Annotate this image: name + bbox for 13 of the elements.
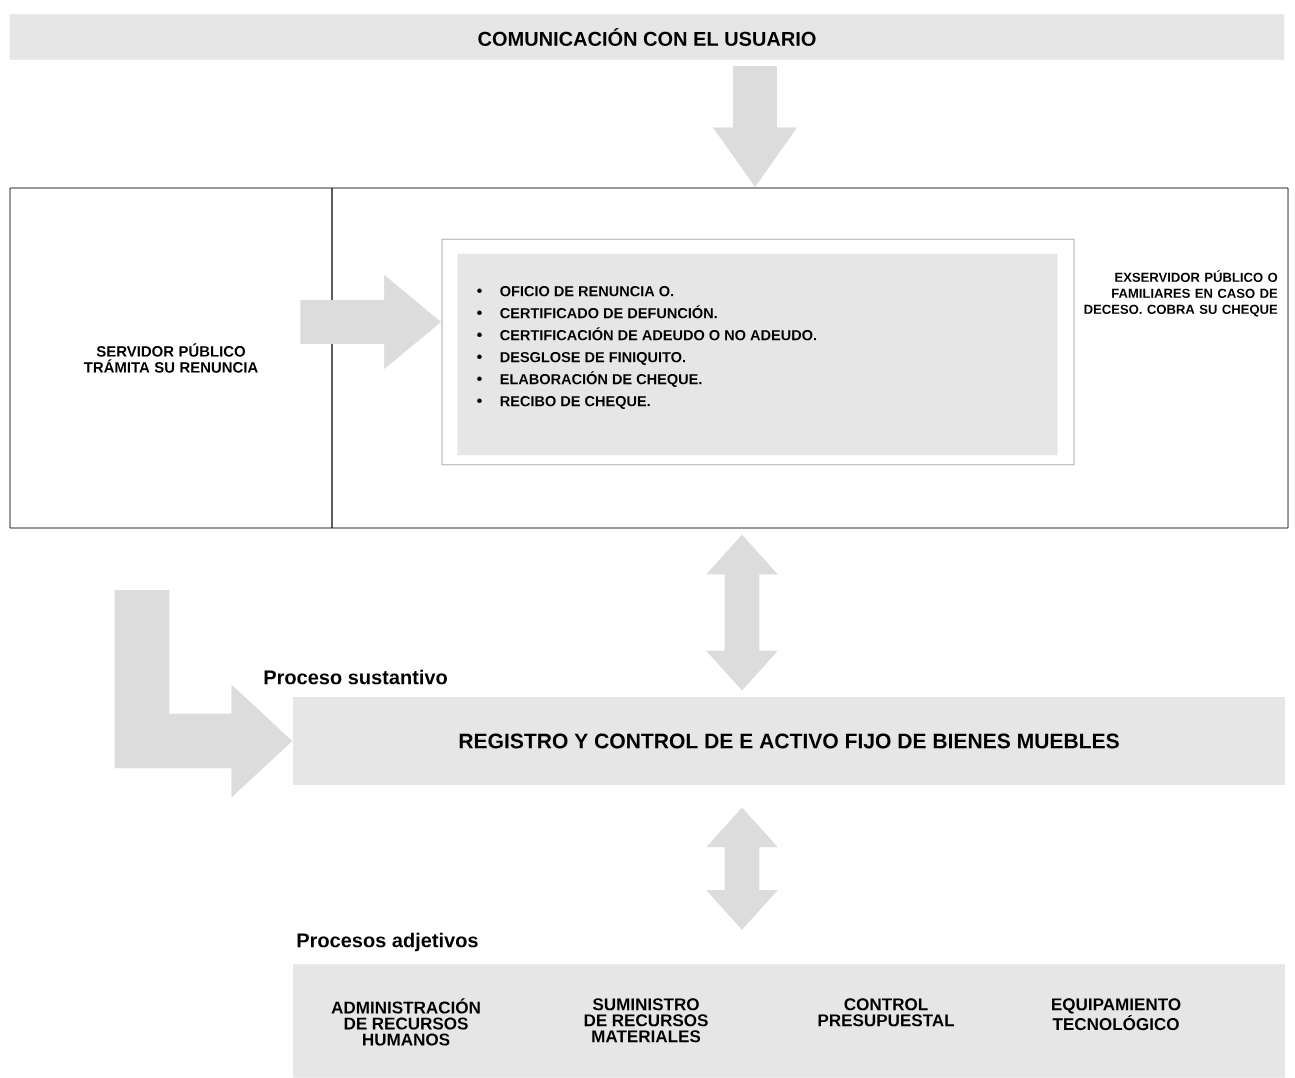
list-item: RECIBO DE CHEQUE. xyxy=(500,396,650,409)
node-label: Procesos adjetivos xyxy=(297,932,478,952)
process-band: Procesos adjetivos ADMINISTRACIÓN DE RECURSOS HUMANOS SUMINISTRO DE RECURSOS MATERIALES CONTROL PRESUPUESTAL EQUIPAMIENTO TECNOLÓGICO xyxy=(293,932,1285,1078)
list-item: DESGLOSE DE FINIQUITO. xyxy=(500,352,685,365)
header-band: COMUNICACIÓN CON EL USUARIO xyxy=(9,14,1285,60)
list-item: ELABORACIÓN DE CHEQUE. xyxy=(500,371,702,387)
node-label: Proceso sustantivo xyxy=(264,669,447,685)
list-item: OFICIO DE RENUNCIA O. xyxy=(500,286,674,297)
table-cell: SERVIDOR PÚBLICO TRÁMITA SU RENUNCIA xyxy=(9,187,333,529)
list-item: CERTIFICADO DE DEFUNCIÓN. xyxy=(500,305,717,319)
list-box xyxy=(441,238,1075,466)
process-band: REGISTRO Y CONTROL DE E ACTIVO FIJO DE BIENES MUEBLES Proceso sustantivo xyxy=(264,669,1285,785)
list-item: CERTIFICACIÓN DE ADEUDO O NO ADEUDO. xyxy=(500,327,817,341)
